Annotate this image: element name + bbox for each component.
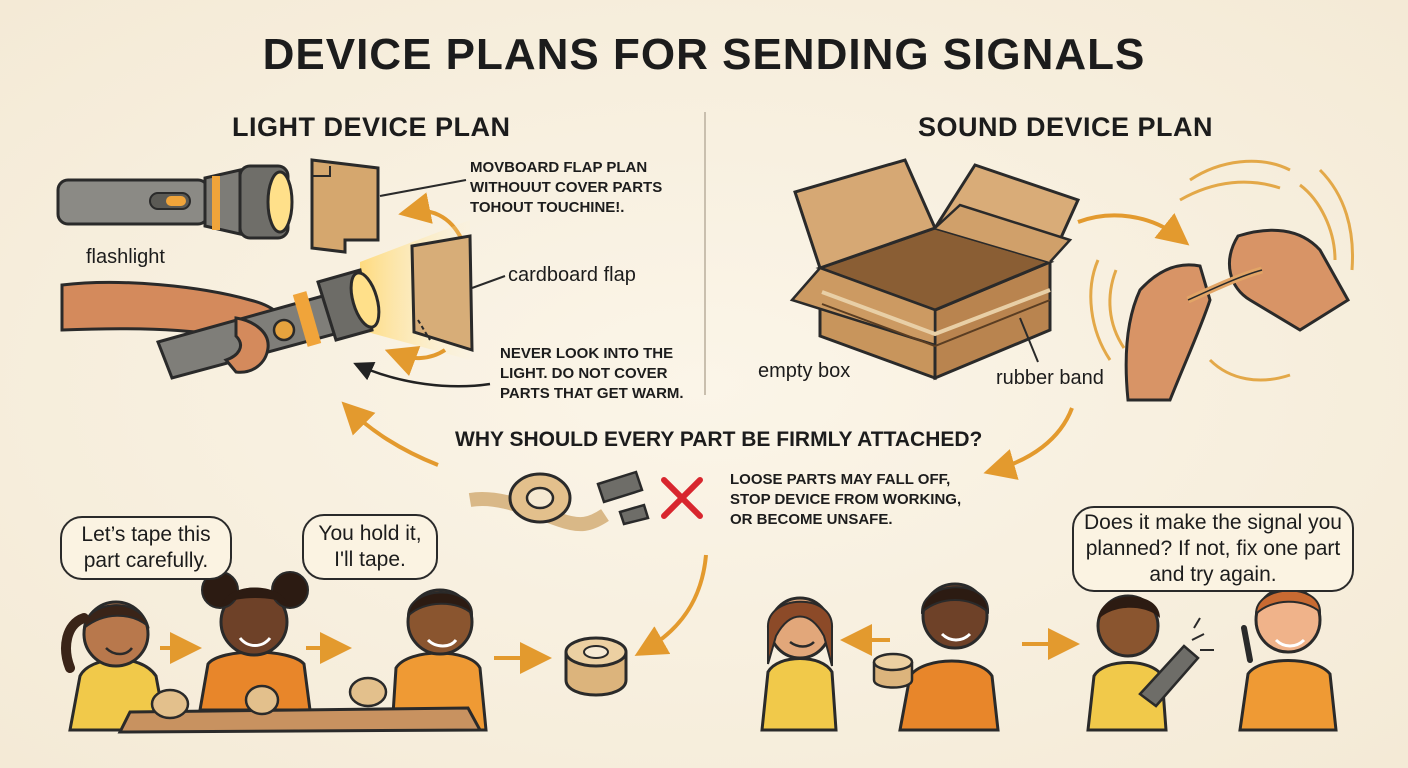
curved-arrow-icon (341, 401, 439, 467)
sound-plan-heading: SOUND DEVICE PLAN (918, 112, 1214, 142)
tape-roll-icon (564, 636, 628, 697)
warning-x-icon (661, 477, 703, 519)
speech-bubble-test-signal: Does it make the signal you planned? If … (1072, 506, 1354, 592)
table-icon (117, 706, 483, 734)
rubber-band-label: rubber band (996, 367, 1104, 389)
hands-plucking-band-icon (1124, 228, 1351, 402)
cardboard-flap-label: cardboard flap (508, 264, 636, 286)
light-plan-heading: LIGHT DEVICE PLAN (232, 112, 511, 142)
arrow-icon (160, 632, 552, 674)
child-5-icon (872, 582, 1000, 732)
page-title: DEVICE PLANS FOR SENDING SIGNALS (262, 30, 1146, 79)
empty-box-label: empty box (758, 360, 851, 382)
cardboard-flap-icon (410, 234, 506, 353)
hand-with-flashlight-icon (60, 268, 381, 380)
arrow-icon (840, 624, 1080, 660)
flap-plan-note: MOVBOARD FLAP PLAN WITHOUUT COVER PARTS … (470, 159, 663, 216)
light-safety-note: NEVER LOOK INTO THE LIGHT. DO NOT COVER … (500, 345, 684, 402)
child-7-icon (1238, 586, 1338, 732)
child-2-icon (198, 571, 312, 712)
curved-arrow-icon (384, 346, 447, 376)
attachment-question: WHY SHOULD EVERY PART BE FIRMLY ATTACHED… (455, 428, 983, 451)
sound-waves-icon (1089, 159, 1354, 382)
child-4-icon (760, 596, 838, 732)
tape-roll-icon (150, 676, 388, 720)
speech-bubble-hold-it: You hold it, I'll tape. (302, 514, 438, 580)
cardboard-flap-plan-icon (310, 158, 467, 254)
flashlight-icon (56, 164, 294, 240)
curved-arrow-icon (1077, 213, 1190, 246)
speech-bubble-tape-carefully: Let’s tape this part carefully. (60, 516, 232, 580)
curved-arrow-icon (353, 362, 491, 388)
flashlight-label: flashlight (86, 246, 165, 268)
loose-block-icon (596, 470, 650, 526)
curved-arrow-icon (983, 407, 1074, 480)
tape-roll-icon (468, 472, 609, 532)
empty-box-icon (789, 158, 1081, 381)
child-6-icon (1086, 594, 1214, 732)
curved-arrow-icon (634, 554, 708, 656)
attachment-answer: LOOSE PARTS MAY FALL OFF, STOP DEVICE FR… (730, 471, 962, 528)
